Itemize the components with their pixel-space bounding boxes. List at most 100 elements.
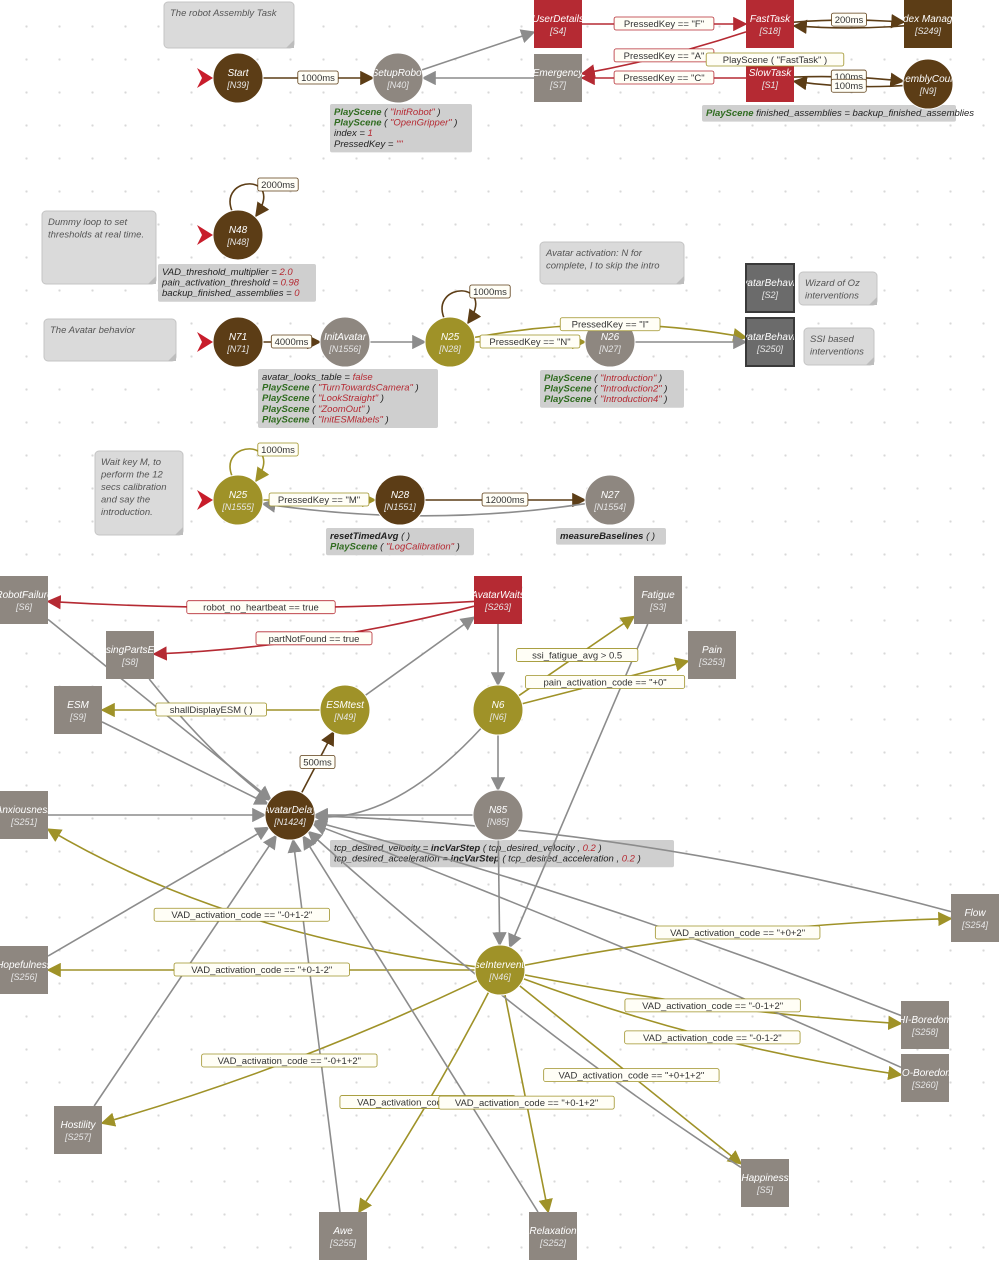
node-boredom2[interactable]: LO-Boredom[S260]: [896, 1054, 953, 1102]
edge-awe-to-avatardelay[interactable]: [287, 838, 341, 1213]
node-setup[interactable]: SetupRobot[N40]: [372, 52, 426, 104]
code-line: PlayScene ( "Introduction4" ): [544, 394, 667, 405]
edge-esm-to-avatardelay[interactable]: [101, 721, 270, 805]
transition-label: 100ms: [830, 78, 867, 93]
node-indexmanager[interactable]: Index Manager[S249]: [895, 0, 962, 48]
node-avbeh1[interactable]: AvatarBehavior[S2]: [735, 263, 805, 313]
node-name: HI-Boredom: [898, 1015, 952, 1026]
node-name: Anxiousness: [0, 805, 52, 816]
transition-label-text: PressedKey == "I": [572, 320, 649, 331]
edge-relaxation-to-avatardelay[interactable]: [302, 834, 539, 1213]
note-text: The Avatar behavior: [50, 325, 136, 336]
node-n25b[interactable]: N25[N1555]: [197, 474, 264, 526]
edge-esmtest-to-avatarwaits[interactable]: [364, 616, 476, 697]
node-awe[interactable]: Awe[S255]: [319, 1212, 367, 1260]
node-n71[interactable]: N71[N71]: [197, 316, 264, 368]
node-pain[interactable]: Pain[S253]: [688, 631, 736, 679]
node-baseintervention[interactable]: BaseIntervention[N46]: [462, 944, 537, 996]
node-emergency[interactable]: Emergency[S7]: [533, 54, 585, 102]
edge-fatigue-to-baseintervention[interactable]: [508, 623, 649, 949]
node-id: [S250]: [756, 344, 784, 354]
node-userdetails[interactable]: UserDetails[S4]: [532, 0, 584, 48]
node-hostility[interactable]: Hostility[S257]: [54, 1106, 102, 1154]
node-anxiousness[interactable]: Anxiousness[S251]: [0, 791, 52, 839]
transition-label-text: 200ms: [835, 15, 864, 26]
transition-label-text: PressedKey == "A": [624, 51, 705, 62]
node-avbeh2[interactable]: AvatarBehavior[S250]: [735, 317, 805, 367]
code-line: PlayScene ( "Introduction2" ): [544, 384, 667, 395]
code-line: backup_finished_assemblies = 0: [162, 288, 300, 299]
node-boredom1[interactable]: HI-Boredom[S258]: [898, 1001, 952, 1049]
node-name: ESM: [67, 700, 89, 711]
node-n6[interactable]: N6[N6]: [472, 684, 524, 736]
node-happiness[interactable]: Happiness[S5]: [741, 1159, 789, 1207]
node-n48[interactable]: N48[N48]: [197, 209, 264, 261]
edge-n6-to-avatardelay[interactable]: [313, 727, 482, 825]
node-missingparts[interactable]: MissingPartsError[S8]: [90, 631, 170, 679]
node-hopefulness[interactable]: Hopefulness[S256]: [0, 946, 52, 994]
edge-n27-to-n25b[interactable]: [261, 498, 586, 517]
node-name: Pain: [702, 645, 722, 656]
edge-happiness-to-avatardelay[interactable]: [307, 830, 742, 1169]
node-name: UserDetails: [532, 14, 584, 25]
node-avatardelay[interactable]: AvatarDelay[N1424]: [262, 789, 318, 841]
transition-label-text: robot_no_heartbeat == true: [203, 603, 319, 614]
node-name: Start: [227, 68, 249, 79]
edge-flow-to-avatardelay[interactable]: [313, 809, 952, 913]
node-assemblycounter[interactable]: AssemblyCounter[N9]: [888, 58, 969, 110]
action-code-box: measureBaselines ( ): [556, 528, 666, 545]
node-initavatar[interactable]: InitAvatar[N1556]: [319, 316, 371, 368]
edge-indexmanager-to-fasttask[interactable]: [792, 19, 905, 34]
transition-label-text: ssi_fatigue_avg > 0.5: [532, 651, 622, 662]
self-loop-n25b[interactable]: [229, 448, 270, 483]
node-n25a[interactable]: N25[N28]: [424, 316, 476, 368]
node-fatigue[interactable]: Fatigue[S3]: [634, 576, 682, 624]
node-id: [N49]: [333, 712, 356, 722]
node-fasttask[interactable]: FastTask[S18]: [746, 0, 794, 48]
transition-label-text: VAD_activation_code == "+0+2": [670, 928, 805, 939]
edge-missingparts-to-avatardelay[interactable]: [148, 678, 272, 801]
node-id: [N46]: [488, 972, 511, 982]
node-esm[interactable]: ESM[S9]: [54, 686, 102, 734]
transition-label: PressedKey == "I": [559, 317, 661, 332]
node-robotfailure[interactable]: RobotFailure[S6]: [0, 576, 53, 624]
transition-label-text: PlayScene ( "FastTask" ): [723, 55, 827, 66]
action-code-box: resetTimedAvg ( )PlayScene ( "LogCalibra…: [326, 528, 474, 556]
node-id: [N71]: [226, 344, 249, 354]
action-code-box: tcp_desired_velocity = incVarStep ( tcp_…: [330, 840, 674, 868]
node-name: FastTask: [750, 14, 791, 25]
transition-label: ssi_fatigue_avg > 0.5: [516, 648, 639, 662]
node-avatarwaits[interactable]: AvatarWaits[S263]: [470, 576, 525, 624]
annotation-note: The Avatar behavior: [43, 318, 177, 362]
node-n85[interactable]: N85[N85]: [472, 789, 524, 841]
node-n28[interactable]: N28[N1551]: [374, 474, 426, 526]
edge-hopefulness-to-avatardelay[interactable]: [47, 826, 270, 957]
node-flow[interactable]: Flow[S254]: [951, 894, 999, 942]
edge-boredom2-to-avatardelay[interactable]: [311, 821, 902, 1069]
node-id: [N6]: [489, 712, 507, 722]
code-line: tcp_desired_velocity = incVarStep ( tcp_…: [334, 843, 602, 854]
node-relaxation[interactable]: Relaxation[S252]: [529, 1212, 577, 1260]
edge-setup-to-userdetails[interactable]: [421, 29, 536, 71]
transition-label: 1000ms: [297, 70, 339, 85]
node-name: N27: [601, 490, 620, 501]
node-name: Hostility: [60, 1120, 96, 1131]
transition-label: PressedKey == "N": [479, 334, 581, 349]
node-esmtest[interactable]: ESMtest[N49]: [319, 684, 371, 736]
node-start[interactable]: Start[N39]: [197, 52, 264, 104]
transition-label: PressedKey == "F": [613, 16, 715, 31]
self-loop-n25a[interactable]: [441, 290, 482, 325]
code-line: resetTimedAvg ( ): [330, 531, 410, 542]
node-id: [N1556]: [328, 344, 361, 354]
note-text: SSI based: [810, 334, 855, 345]
node-name: Awe: [332, 1226, 353, 1237]
edge-boredom1-to-avatardelay[interactable]: [312, 817, 902, 1017]
node-n27[interactable]: N27[N1554]: [584, 474, 636, 526]
transition-label: robot_no_heartbeat == true: [186, 600, 336, 615]
self-loop-n48[interactable]: [229, 183, 270, 218]
edge-n85-to-baseintervention[interactable]: [492, 839, 507, 947]
node-name: Flow: [964, 908, 986, 919]
node-name: Index Manager: [895, 14, 962, 25]
node-name: MissingPartsError: [90, 645, 170, 656]
